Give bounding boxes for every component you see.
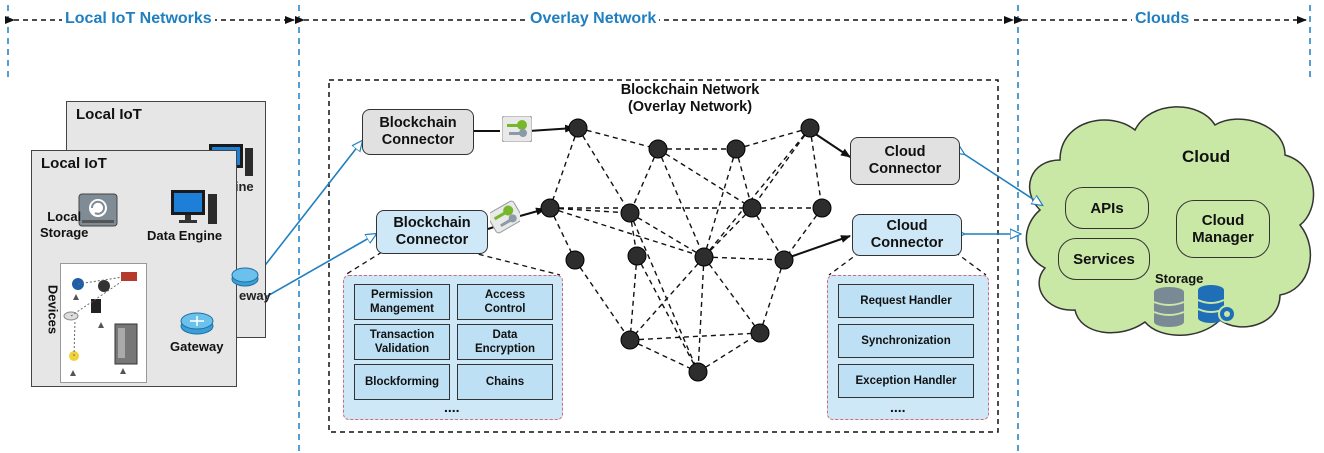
blockchain-connector-top[interactable]: Blockchain Connector	[362, 109, 474, 155]
mesh-edge	[809, 127, 823, 209]
blockchain-function-box: Permission Mangement	[354, 284, 450, 320]
cloud-storage-label: Storage	[1155, 271, 1204, 286]
router-icon	[180, 312, 214, 335]
blockchain-node	[812, 198, 832, 218]
mesh-edge	[735, 127, 811, 150]
database-icon	[1153, 287, 1185, 327]
blockchain-function-box: Chains	[457, 364, 553, 400]
router-icon	[231, 267, 259, 287]
blockchain-network-frame	[328, 79, 999, 433]
blockchain-node	[627, 246, 647, 266]
monitor-icon	[171, 190, 217, 224]
blockchain-node	[694, 247, 714, 267]
link-gateway-back-connector-top	[251, 141, 362, 283]
mesh-edge	[697, 332, 761, 373]
blockchain-node	[750, 323, 770, 343]
blockchain-node	[774, 250, 794, 270]
blockchain-node	[688, 362, 708, 382]
section-header-local-iot: Local IoT Networks	[62, 10, 215, 28]
mesh-edge	[697, 256, 705, 373]
local-iot-front-title: Local IoT	[41, 155, 107, 172]
mesh-edge	[549, 207, 576, 261]
mesh-edge	[759, 259, 785, 334]
blockchain-function-box: Transaction Validation	[354, 324, 450, 360]
mesh-edge	[629, 339, 699, 373]
mesh-edge	[574, 259, 631, 341]
cloud-apis[interactable]: APIs	[1065, 187, 1149, 229]
key-icon	[502, 116, 532, 142]
mesh-edge	[549, 207, 631, 214]
local-iot-back-title: Local IoT	[76, 106, 142, 123]
blockchain-node	[568, 118, 588, 138]
mesh-edge	[577, 127, 659, 150]
cloud-handler-box: Synchronization	[838, 324, 974, 358]
mesh-edge	[703, 127, 811, 258]
key-icon	[490, 200, 520, 234]
mesh-edge	[629, 212, 699, 373]
blockchain-node	[565, 250, 585, 270]
mesh-edge	[703, 207, 753, 258]
cloud-connector-bottom[interactable]: Cloud Connector	[852, 214, 962, 256]
mesh-edge	[751, 207, 785, 261]
devices-label: Devices	[45, 284, 61, 335]
functions-more: ....	[444, 399, 460, 415]
blockchain-node	[540, 198, 560, 218]
cloud-manager[interactable]: Cloud Manager	[1176, 200, 1270, 258]
mesh-edge	[703, 148, 737, 258]
mesh-edge	[549, 127, 579, 209]
mesh-edge	[657, 148, 753, 209]
devices-panel	[60, 263, 147, 383]
blockchain-node	[620, 330, 640, 350]
database-gear-icon	[1197, 285, 1236, 323]
mesh-edge	[636, 255, 699, 373]
cloud-connector-top[interactable]: Cloud Connector	[850, 137, 960, 185]
mesh-edge	[577, 127, 631, 214]
blockchain-node	[742, 198, 762, 218]
mesh-edge	[629, 332, 761, 341]
section-header-overlay: Overlay Network	[527, 10, 660, 28]
mesh-edge	[657, 148, 705, 258]
cloud-handler-box: Exception Handler	[838, 364, 974, 398]
cloud-services[interactable]: Services	[1058, 238, 1150, 280]
blockchain-function-box: Access Control	[457, 284, 553, 320]
mesh-edge	[783, 207, 823, 261]
local-storage-label: Local Storage	[40, 209, 89, 240]
mesh-edge	[629, 148, 659, 214]
gateway-label: Gateway	[170, 339, 224, 354]
cloud-handler-box: Request Handler	[838, 284, 974, 318]
handlers-more: ....	[890, 399, 906, 415]
blockchain-connector-bottom[interactable]: Blockchain Connector	[376, 210, 488, 254]
data-engine-label: Data Engine	[147, 228, 223, 243]
mesh-edge	[703, 256, 761, 334]
blockchain-node	[800, 118, 820, 138]
section-header-clouds: Clouds	[1132, 10, 1193, 28]
mesh-edge	[751, 127, 811, 209]
mesh-edge	[703, 256, 785, 261]
blockchain-node	[726, 139, 746, 159]
blockchain-function-box: Data Encryption	[457, 324, 553, 360]
link-cloud-connector-top-cloud	[964, 154, 1042, 205]
blockchain-node	[620, 203, 640, 223]
blockchain-node	[648, 139, 668, 159]
cloud-title: Cloud	[1182, 147, 1231, 166]
storage-drive-icon	[78, 193, 118, 227]
blockchain-mesh	[540, 118, 832, 382]
mesh-edge	[735, 148, 753, 209]
mesh-edge	[629, 255, 638, 341]
blockchain-network-title: Blockchain Network (Overlay Network)	[605, 82, 775, 116]
blockchain-function-box: Blockforming	[354, 364, 450, 400]
gateway-back-label: eway	[239, 288, 271, 303]
